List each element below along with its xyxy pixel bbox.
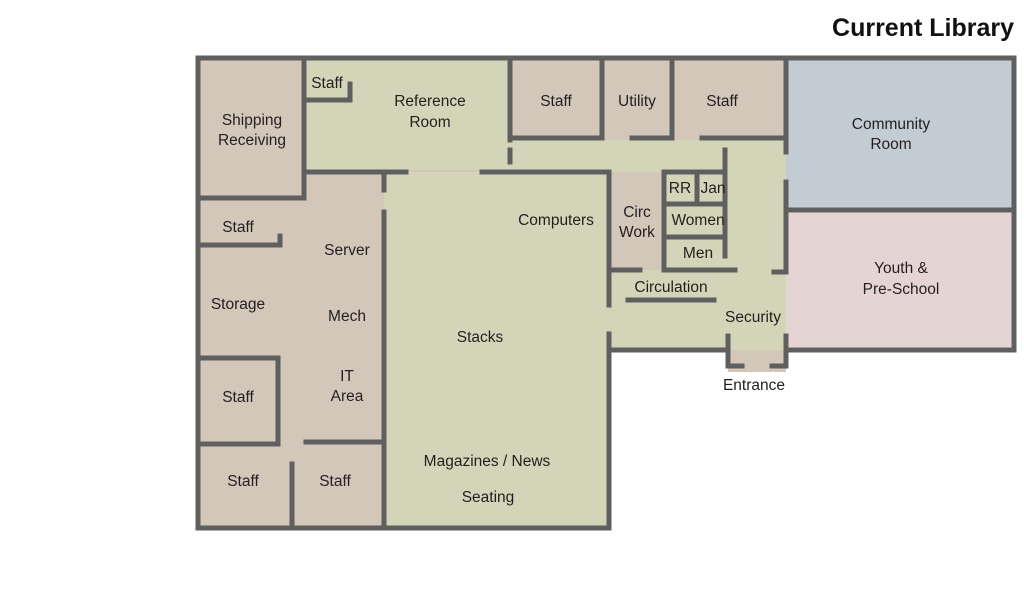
youth-room-fill	[786, 212, 1014, 350]
entrance-walls	[725, 333, 789, 369]
room-labels: Staff Reference Room Shipping Receiving …	[211, 75, 939, 506]
label-community-l1: Community	[852, 116, 931, 133]
label-staff-top-left: Staff	[311, 75, 343, 92]
label-computers: Computers	[518, 212, 594, 229]
label-reference-l2: Room	[409, 114, 450, 131]
label-staff-top-b: Staff	[706, 93, 738, 110]
outer-wall	[195, 55, 1017, 531]
label-staff-bottom-a: Staff	[227, 473, 259, 490]
label-server: Server	[324, 242, 370, 259]
corridor-fill	[510, 140, 786, 172]
area-fills	[198, 58, 1014, 528]
staff-offices-top	[507, 55, 789, 165]
label-magazines: Magazines / News	[424, 453, 551, 470]
stacks-fill	[384, 172, 609, 528]
label-it-l1: IT	[340, 368, 354, 385]
walls	[195, 55, 1017, 531]
plan-title: Current Library	[832, 14, 1014, 42]
label-mech: Mech	[328, 308, 366, 325]
label-jan: Jan	[701, 180, 726, 197]
label-staff-bottom-b: Staff	[319, 473, 351, 490]
label-security: Security	[725, 309, 781, 326]
restrooms-fill	[664, 172, 725, 270]
label-youth-l1: Youth &	[874, 260, 928, 277]
label-circ-work-l1: Circ	[623, 204, 651, 221]
label-it-l2: Area	[331, 388, 364, 405]
label-women: Women	[671, 212, 724, 229]
restroom-walls	[661, 147, 738, 273]
label-community-l2: Room	[870, 136, 911, 153]
label-staff-left-mid: Staff	[222, 219, 254, 236]
label-storage: Storage	[211, 296, 265, 313]
label-utility: Utility	[618, 93, 656, 110]
label-shipping-l2: Receiving	[218, 132, 286, 149]
circulation-fill	[609, 270, 786, 350]
community-room-fill	[786, 60, 1014, 208]
label-circulation: Circulation	[634, 279, 707, 296]
west-staff-walls	[197, 233, 385, 531]
label-seating: Seating	[462, 489, 515, 506]
label-shipping-l1: Shipping	[222, 112, 282, 129]
label-entrance: Entrance	[723, 377, 785, 394]
label-men: Men	[683, 245, 713, 262]
label-stacks: Stacks	[457, 329, 504, 346]
reference-room-fill	[304, 58, 510, 170]
label-circ-work-l2: Work	[619, 224, 655, 241]
label-reference-l1: Reference	[394, 93, 466, 110]
label-rr: RR	[669, 180, 691, 197]
circ-work-walls	[606, 169, 667, 308]
label-youth-l2: Pre-School	[863, 281, 940, 298]
label-staff-left-low: Staff	[222, 389, 254, 406]
east-wall-lower	[771, 179, 789, 275]
east-hall-fill	[725, 140, 786, 272]
label-staff-top-a: Staff	[540, 93, 572, 110]
staff-top-left-walls	[197, 55, 353, 201]
